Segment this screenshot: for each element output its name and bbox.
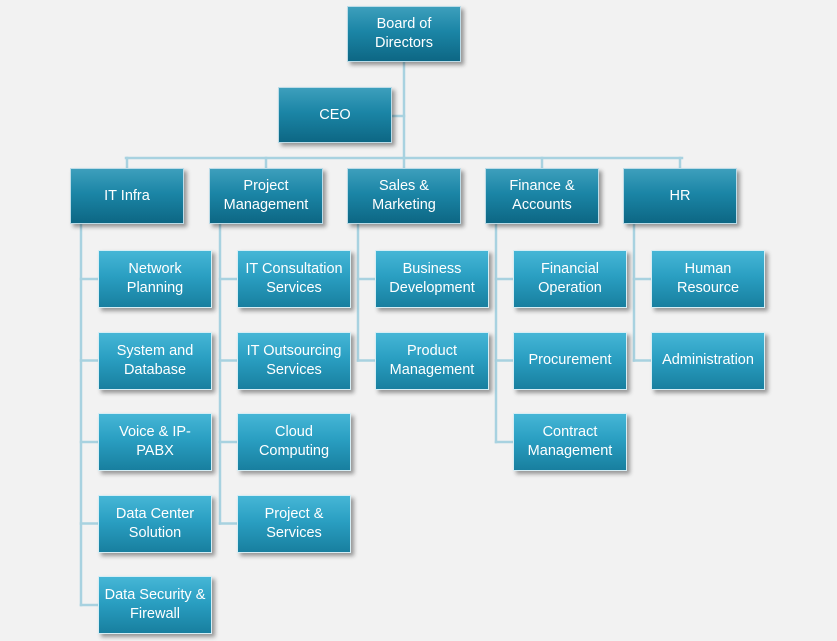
ceo-box: CEO bbox=[278, 87, 392, 143]
department-sales-marketing-box: Sales & Marketing bbox=[347, 168, 461, 224]
unit-product-management-box: Product Management bbox=[375, 331, 489, 390]
unit-business-development-box: Business Development bbox=[375, 250, 489, 308]
unit-it-outsourcing-services-box: IT Outsourcing Services bbox=[237, 331, 351, 390]
unit-procurement-box: Procurement bbox=[513, 331, 627, 390]
unit-financial-operation-box: Financial Operation bbox=[513, 250, 627, 308]
board-of-directors-box: Board of Directors bbox=[347, 6, 461, 62]
unit-human-resource-box: Human Resource bbox=[651, 250, 765, 308]
unit-project-services-box: Project & Services bbox=[237, 494, 351, 553]
unit-contract-management-box: Contract Management bbox=[513, 413, 627, 471]
unit-voice-ip-pabx-box: Voice & IP-PABX bbox=[98, 413, 212, 471]
unit-cloud-computing-box: Cloud Computing bbox=[237, 413, 351, 471]
department-it-infra-box: IT Infra bbox=[70, 168, 184, 224]
unit-system-and-database-box: System and Database bbox=[98, 331, 212, 390]
unit-data-security-firewall-box: Data Security & Firewall bbox=[98, 576, 212, 634]
unit-administration-box: Administration bbox=[651, 331, 765, 390]
unit-it-consultation-services-box: IT Consultation Services bbox=[237, 250, 351, 308]
unit-network-planning-box: Network Planning bbox=[98, 250, 212, 308]
department-project-management-box: Project Management bbox=[209, 168, 323, 224]
unit-data-center-solution-box: Data Center Solution bbox=[98, 494, 212, 553]
department-hr-box: HR bbox=[623, 168, 737, 224]
department-finance-accounts-box: Finance & Accounts bbox=[485, 168, 599, 224]
